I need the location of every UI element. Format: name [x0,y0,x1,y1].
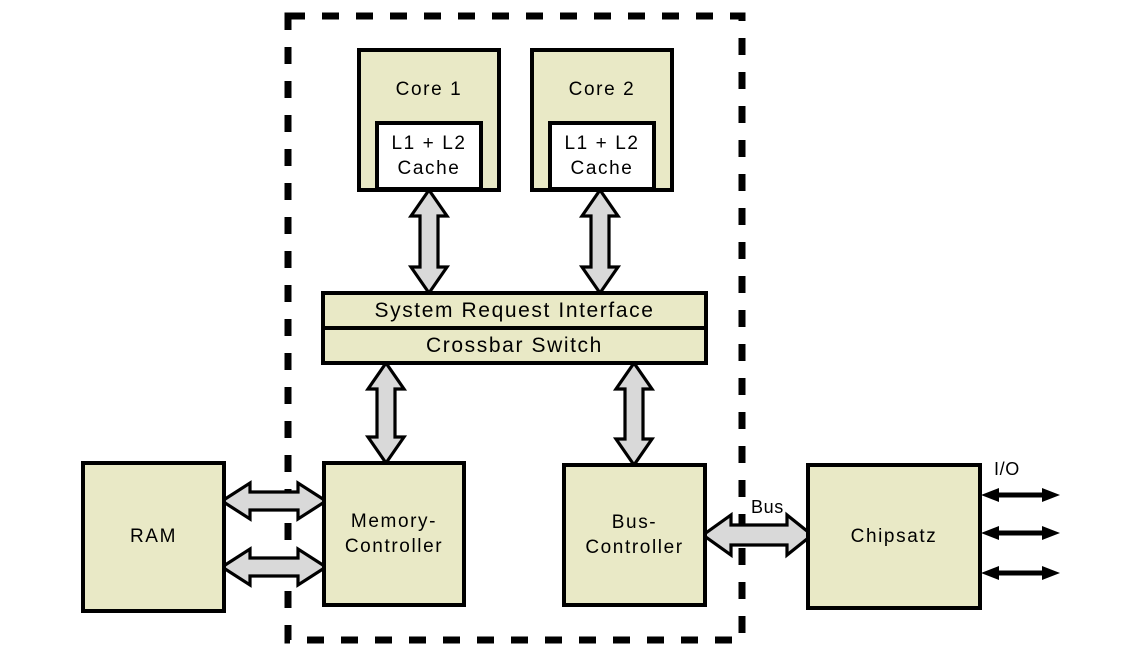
connector-ram-to-memory-controller-lower [219,546,329,588]
block-core2-cache[interactable] [548,121,656,191]
connector-label-bus: Bus [751,497,784,517]
block-crossbar-switch[interactable] [321,326,708,365]
connector-ram-to-memory-controller-upper [219,480,329,522]
connector-label-io: I/O [994,459,1020,479]
block-system-request-interface[interactable] [321,291,708,330]
block-memory-controller[interactable] [322,461,466,607]
block-ram[interactable] [81,461,226,613]
connector-chipset-io-3 [981,566,1060,580]
block-core1-cache[interactable] [375,121,483,191]
connector-crossbar-to-memory-controller [364,360,408,466]
connector-core2-to-sri [578,187,622,296]
connector-bus-controller-to-chipset [700,511,815,559]
block-bus-controller[interactable] [562,463,707,607]
connector-crossbar-to-bus-controller [612,360,656,468]
processor-die-boundary [284,12,746,644]
connector-core1-to-sri [407,187,451,296]
connector-chipset-io-1 [981,488,1060,502]
block-chipset[interactable] [806,463,982,610]
connector-chipset-io-2 [981,526,1060,540]
